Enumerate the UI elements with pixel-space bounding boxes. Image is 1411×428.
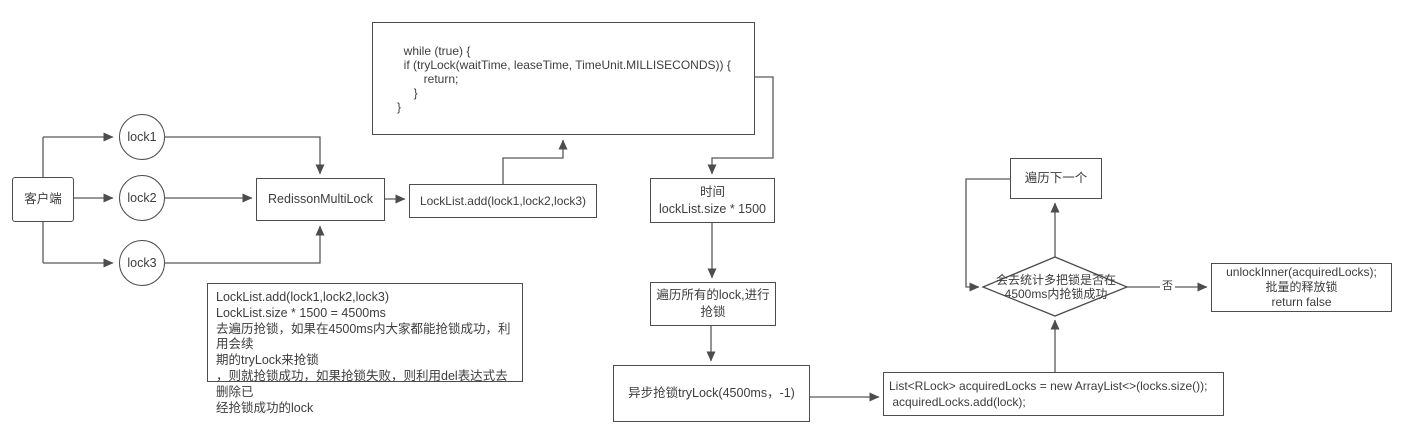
lock2-node: lock2 (119, 175, 165, 221)
time-node: 时间 lockList.size * 1500 (650, 178, 775, 223)
edge-label-no: 否 (1160, 280, 1175, 293)
client-label: 客户端 (24, 192, 62, 206)
client-node: 客户端 (12, 177, 74, 222)
lock3-node: lock3 (119, 240, 165, 286)
edge-next-to-decision-loop (965, 178, 1010, 292)
lock2-label: lock2 (127, 190, 157, 205)
acquired-locks-node: List<RLock> acquiredLocks = new ArrayLis… (883, 372, 1224, 416)
unlock-inner-node: unlockInner(acquiredLocks); 批量的释放锁 retur… (1211, 263, 1392, 312)
locklist-add-node: LockList.add(lock1,lock2,lock3) (409, 184, 597, 218)
lock1-node: lock1 (119, 114, 165, 160)
time-label: 时间 lockList.size * 1500 (658, 184, 766, 216)
next-iteration-label: 遍历下一个 (1024, 171, 1088, 185)
traverse-locks-node: 遍历所有的lock,进行 抢锁 (650, 282, 776, 326)
note-node: LockList.add(lock1,lock2,lock3) LockList… (207, 283, 523, 415)
lock1-label: lock1 (127, 129, 157, 144)
lock3-label: lock3 (127, 255, 157, 270)
code-snippet-text: while (true) { if (tryLock(waitTime, lea… (397, 43, 731, 114)
note-text: LockList.add(lock1,lock2,lock3) LockList… (216, 290, 511, 415)
edge-code-to-time (707, 76, 774, 175)
async-trylock-label: 异步抢锁tryLock(4500ms，-1) (628, 386, 795, 400)
edge-lock1-to-multilock (165, 136, 325, 175)
edge-locklist-to-code (502, 139, 568, 184)
edge-lock3-to-multilock (165, 225, 325, 264)
code-snippet-node: while (true) { if (tryLock(waitTime, lea… (372, 22, 755, 135)
traverse-locks-label: 遍历所有的lock,进行 抢锁 (656, 288, 770, 319)
async-trylock-node: 异步抢锁tryLock(4500ms，-1) (613, 365, 810, 422)
locklist-add-label: LockList.add(lock1,lock2,lock3) (419, 193, 587, 208)
decision-diamond-shape (981, 256, 1129, 317)
next-iteration-node: 遍历下一个 (1010, 158, 1102, 199)
decision-diamond-label: 会去统计多把锁是否在 4500ms内抢锁成功 (995, 273, 1116, 301)
redisson-multilock-label: RedissonMultiLock (268, 192, 373, 206)
acquired-locks-text: List<RLock> acquiredLocks = new ArrayLis… (889, 379, 1208, 409)
unlock-inner-text: unlockInner(acquiredLocks); 批量的释放锁 retur… (1226, 265, 1377, 309)
redisson-multilock-node: RedissonMultiLock (256, 178, 385, 221)
